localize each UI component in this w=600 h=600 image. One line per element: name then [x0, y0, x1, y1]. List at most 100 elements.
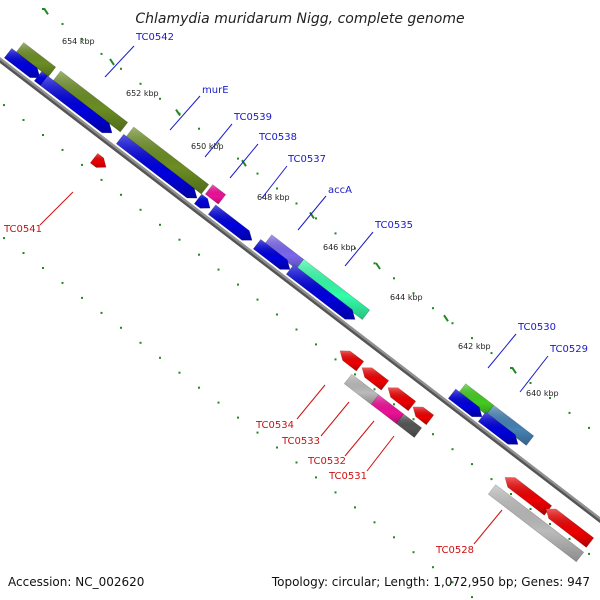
ring-major-tick — [109, 58, 115, 66]
cog-tc0528 — [487, 484, 585, 563]
cds-tc0533-a-shade — [388, 387, 416, 411]
ring-dot — [100, 52, 103, 55]
ring-dot — [237, 416, 239, 419]
callout-tc0539 — [204, 123, 233, 158]
cds-tc0535 — [285, 264, 356, 320]
cds-tc0529-shade — [478, 412, 518, 445]
ruler-label-652: 652 kbp — [126, 89, 159, 98]
ring-major-tick — [241, 159, 247, 167]
gene-label-mure[interactable]: murE — [202, 85, 229, 96]
ring-dot — [432, 307, 434, 310]
ring-dot — [237, 283, 239, 286]
ring-dot — [42, 267, 44, 269]
ring-dot — [139, 341, 142, 344]
ring-dot — [451, 448, 454, 451]
cds-tc0542 — [3, 47, 41, 79]
ring-dot — [120, 67, 122, 70]
gene-label-tc0534[interactable]: TC0534 — [255, 420, 294, 431]
ring-dot — [22, 119, 25, 121]
callout-mure — [169, 95, 201, 131]
ring-dot — [61, 281, 64, 284]
gene-label-tc0537[interactable]: TC0537 — [287, 154, 326, 165]
ring-dot — [315, 217, 317, 220]
ring-dot — [432, 566, 434, 569]
ring-dot — [217, 268, 220, 271]
ring-dot — [81, 163, 83, 166]
ring-dot — [256, 298, 259, 301]
ring-dot — [81, 37, 83, 40]
ring-dot — [178, 238, 181, 241]
gene-label-tc0535[interactable]: TC0535 — [374, 220, 413, 231]
ring-dot — [529, 508, 532, 510]
ring-dot — [549, 397, 551, 399]
ring-major-tick — [443, 314, 449, 322]
callout-tc0529 — [519, 355, 549, 393]
ring-dot — [510, 367, 512, 369]
ring-dot — [198, 386, 200, 389]
cds-tc0539-shade — [194, 194, 210, 209]
ring-dot — [354, 373, 356, 376]
cds-tc0532-a-shade — [413, 406, 434, 425]
cog-mure-shade — [53, 71, 128, 132]
callout-tc0535 — [344, 231, 374, 267]
callout-tc0530 — [487, 333, 517, 369]
cds-tc0528 — [545, 508, 595, 548]
cds-tc0533-a — [387, 387, 417, 412]
gene-label-tc0542[interactable]: TC0542 — [135, 32, 174, 43]
ring-dot — [373, 262, 376, 265]
ring-dot — [295, 461, 298, 464]
ring-dot — [490, 478, 493, 481]
ring-dot — [432, 433, 434, 436]
ring-major-tick — [309, 211, 315, 219]
gene-label-tc0538[interactable]: TC0538 — [258, 132, 297, 143]
gene-label-tc0531[interactable]: TC0531 — [328, 471, 367, 482]
cds-tc0534-a-shade — [340, 350, 364, 371]
gene-label-tc0532[interactable]: TC0532 — [307, 456, 346, 467]
cog-tc0532-shade — [371, 394, 404, 424]
ring-dot — [393, 536, 395, 539]
ring-dot — [315, 343, 317, 346]
gene-label-tc0528[interactable]: TC0528 — [435, 545, 474, 556]
ring-dot — [42, 134, 44, 136]
cog-tc0538-shade — [126, 127, 209, 194]
ruler-label-648: 648 kbp — [257, 193, 290, 202]
map-title: Chlamydia muridarum Nigg, complete genom… — [135, 11, 464, 27]
ring-dot — [217, 142, 220, 145]
cds-tc0537 — [207, 204, 253, 241]
ring-dot — [3, 237, 5, 240]
cds-tc0529 — [477, 411, 519, 445]
cog-tc0537-shade — [264, 234, 304, 269]
gene-features — [3, 42, 595, 563]
ring-dot — [256, 172, 259, 175]
ring-dot — [549, 523, 551, 525]
ruler-label-640: 640 kbp — [526, 389, 559, 398]
callout-tc0532 — [344, 420, 375, 457]
gene-label-tc0533[interactable]: TC0533 — [281, 436, 320, 447]
ring-dot — [139, 82, 142, 85]
gene-label-tc0539[interactable]: TC0539 — [233, 112, 272, 123]
ring-dot — [334, 232, 337, 235]
cog-tc0539-shade — [205, 184, 226, 205]
ring-dot — [471, 337, 473, 340]
ring-dot — [295, 202, 298, 205]
cds-tc0534 — [361, 367, 390, 391]
ring-dot — [529, 382, 532, 384]
cds-acca — [252, 238, 291, 270]
gene-label-tc0529[interactable]: TC0529 — [549, 344, 588, 355]
cds-tc0541 — [89, 152, 107, 168]
cds-tc0538 — [115, 133, 198, 199]
ring-dot — [588, 552, 590, 555]
gene-label-acca[interactable]: accA — [328, 185, 352, 196]
cds-tc0532-a — [412, 406, 435, 426]
ring-dot — [588, 426, 590, 429]
ring-dot — [159, 356, 161, 359]
ring-dot — [42, 8, 44, 10]
ring-dot — [256, 431, 259, 434]
gene-label-tc0530[interactable]: TC0530 — [517, 322, 556, 333]
callout-tc0538 — [229, 143, 259, 179]
gene-label-tc0541[interactable]: TC0541 — [3, 224, 42, 235]
ring-dot — [393, 403, 395, 406]
ring-dot — [315, 476, 317, 479]
cog-acca-shade — [296, 259, 370, 320]
cog-tc0529-shade — [486, 405, 534, 446]
